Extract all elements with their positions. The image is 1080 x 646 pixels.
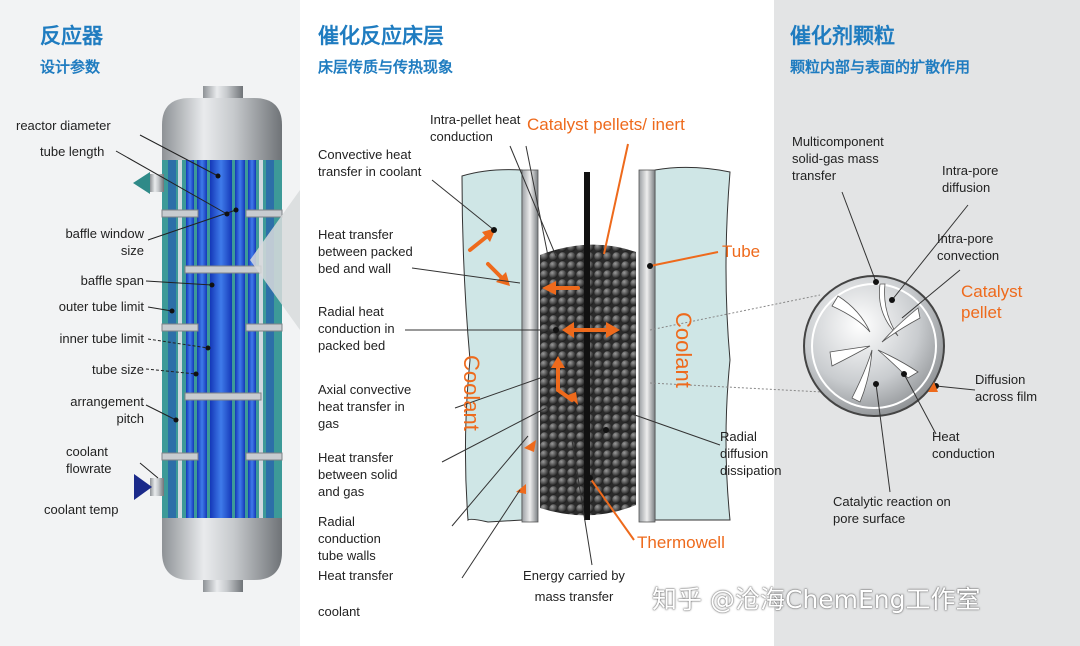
label-coolant-temp: coolant temp: [44, 502, 119, 517]
label-intra-pore-convection: Intra-pore convection: [937, 231, 1000, 263]
bed-illustration: [405, 143, 881, 579]
label-thermowell: Thermowell: [637, 533, 725, 552]
pellet-illustration: [803, 191, 976, 493]
label-catalyst-pellet: Catalyst pellet: [961, 282, 1023, 322]
label-tube-length: tube length: [40, 144, 105, 159]
reactor-title: 反应器: [40, 24, 103, 48]
label-inner-tube-limit: inner tube limit: [59, 331, 144, 346]
label-axial-convective: Axial convective heat transfer in gas: [318, 382, 412, 431]
label-catalytic-reaction: Catalytic reaction on pore surface: [833, 494, 951, 526]
catalyst-pellet: [803, 275, 945, 417]
label-catalyst-pellets: Catalyst pellets/ inert: [527, 115, 685, 134]
coolant-inlet-arrow: [134, 474, 152, 500]
reactor-subtitle: 设计参数: [40, 58, 101, 76]
top-head: [162, 98, 282, 160]
label-tube-size: tube size: [91, 362, 144, 377]
reactor-illustration: [115, 86, 300, 592]
label-heat-conduction: Heat conduction: [932, 429, 995, 461]
coolant-left-region: [461, 169, 523, 523]
label-intra-pellet: Intra-pellet heat conduction: [430, 112, 521, 144]
particle-subtitle: 颗粒内部与表面的扩散作用: [790, 58, 971, 76]
bed-title: 催化反应床层: [318, 24, 444, 48]
label-coolant: coolant: [318, 604, 360, 619]
tube-wall-left: [521, 169, 539, 523]
label-heat-transfer-coolant: Heat transfer: [318, 568, 394, 583]
label-coolant-left: Coolant: [459, 355, 484, 431]
label-coolant-right: Coolant: [671, 312, 696, 388]
thermowell: [584, 172, 590, 520]
label-reactor-diameter: reactor diameter: [16, 118, 111, 133]
baffles: [161, 209, 283, 461]
particle-title: 催化剂颗粒: [790, 24, 895, 48]
bottom-head: [162, 518, 282, 580]
watermark: 知乎 @沧海ChemEng工作室: [652, 585, 981, 614]
label-diffusion-across-film: Diffusion across film: [975, 372, 1038, 404]
label-radial-conduction-tube-walls: Radial conduction tube walls: [318, 514, 381, 563]
label-radial-heat-conduction: Radial heat conduction in packed bed: [318, 304, 395, 353]
label-baffle-span: baffle span: [80, 273, 144, 288]
label-arrangement-pitch: arrangement pitch: [70, 394, 144, 426]
label-heat-transfer-solid-gas: Heat transfer between solid and gas: [318, 450, 398, 499]
label-baffle-window-size: baffle window size: [65, 226, 144, 258]
coolant-right-region: [654, 166, 731, 521]
label-tube: Tube: [722, 242, 761, 261]
label-convective-heat-transfer: Convective heat transfer in coolant: [318, 147, 422, 179]
label-multicomponent: Multicomponent solid-gas mass transfer: [792, 134, 884, 183]
label-heat-transfer-bed-wall: Heat transfer between packed bed and wal…: [318, 227, 413, 276]
label-coolant-flowrate: coolant flowrate: [66, 444, 112, 476]
tube-wall-right: [638, 169, 656, 523]
reactor-tubes: [168, 160, 274, 518]
label-intra-pore-diffusion: Intra-pore diffusion: [942, 163, 999, 195]
pore-channels: [829, 283, 921, 403]
label-energy-carried: Energy carried by mass transfer: [523, 568, 625, 604]
label-outer-tube-limit: outer tube limit: [58, 299, 144, 314]
label-radial-diffusion: Radial diffusion dissipation: [720, 429, 782, 478]
bed-subtitle: 床层传质与传热现象: [318, 58, 454, 76]
coolant-outlet-arrow: [133, 172, 150, 194]
